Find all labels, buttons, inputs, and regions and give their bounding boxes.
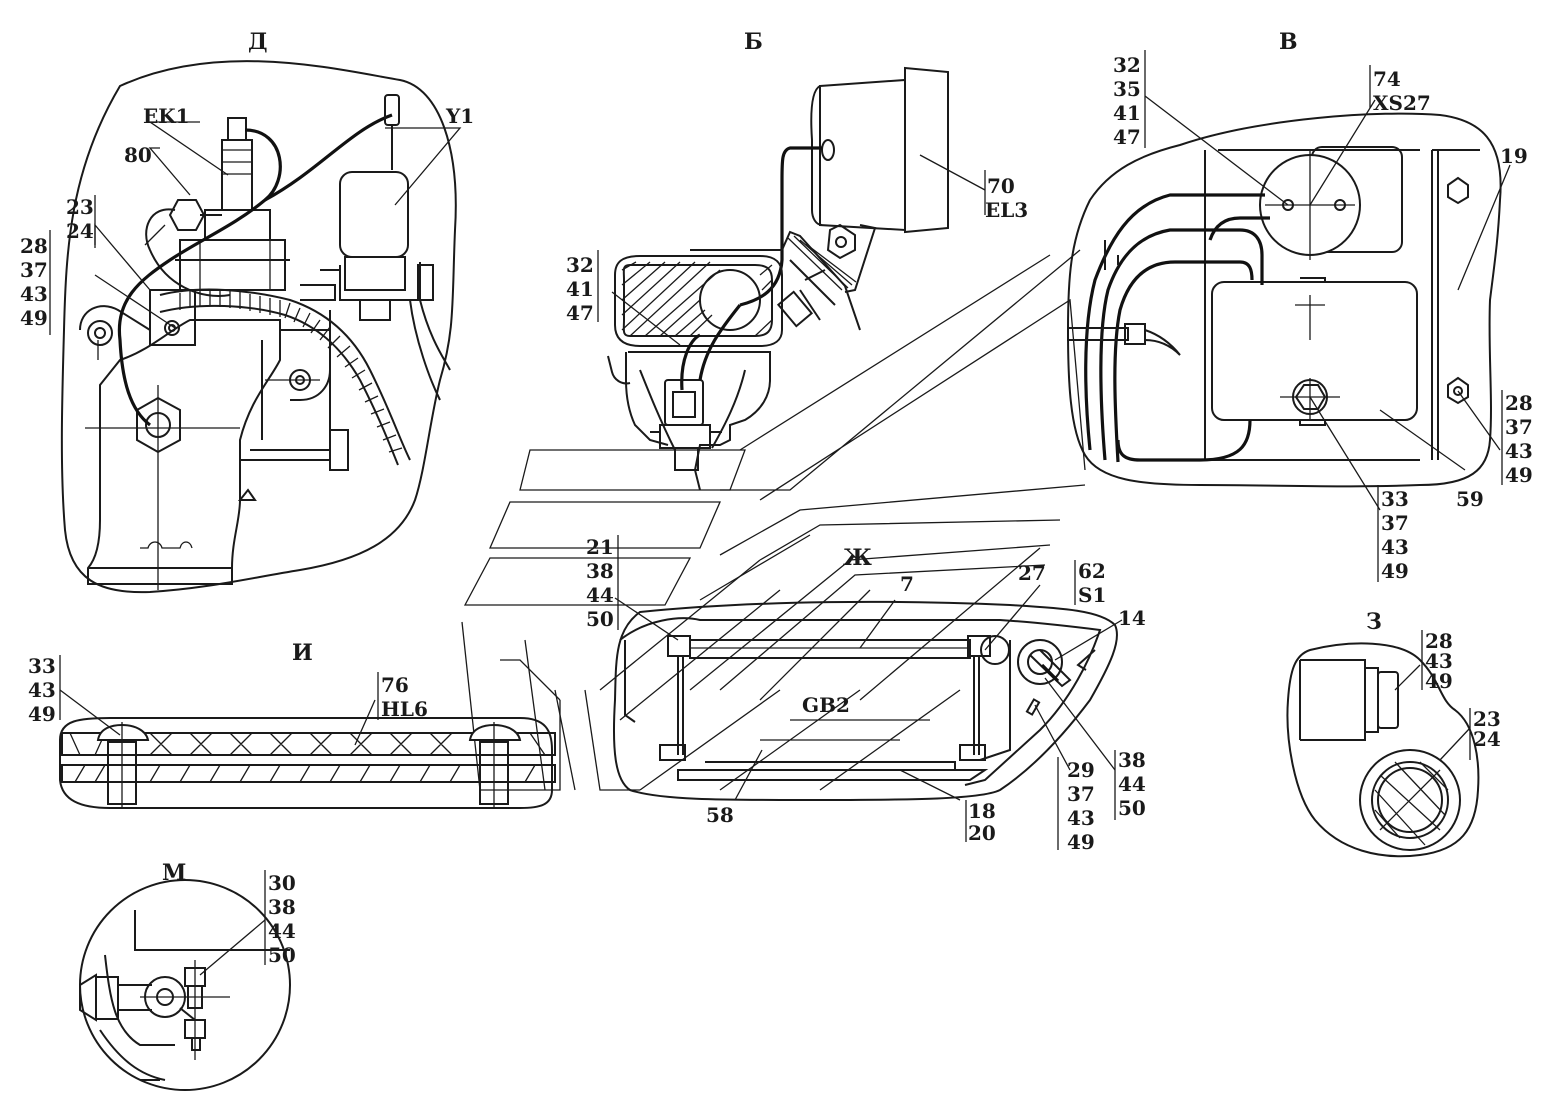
label-zh-38b: 38	[1118, 748, 1146, 772]
view-d	[60, 60, 462, 594]
label-b-47: 47	[566, 301, 594, 325]
label-d-28: 28	[20, 234, 48, 258]
label-s1: S1	[1078, 583, 1106, 607]
label-z-28: 28	[1425, 629, 1453, 653]
label-58: 58	[706, 803, 734, 827]
label-v-37: 37	[1505, 415, 1533, 439]
label-xs27: XS27	[1373, 91, 1431, 115]
label-v-43b: 43	[1381, 535, 1409, 559]
label-80: 80	[124, 143, 152, 167]
label-hl6: HL6	[381, 697, 428, 721]
label-14: 14	[1118, 606, 1146, 630]
label-zh-43: 43	[1067, 806, 1095, 830]
label-v-32: 32	[1113, 53, 1141, 77]
title-d: Д	[248, 29, 268, 55]
label-59: 59	[1456, 487, 1484, 511]
view-zh-outline	[612, 600, 1119, 801]
label-i-33: 33	[28, 654, 56, 678]
label-i-43: 43	[28, 678, 56, 702]
label-v-33: 33	[1381, 487, 1409, 511]
label-gb2: GB2	[802, 693, 850, 717]
label-zh-29: 29	[1067, 758, 1095, 782]
label-v-47: 47	[1113, 125, 1141, 149]
label-74: 74	[1373, 67, 1401, 91]
view-v-outline	[1066, 112, 1502, 488]
label-70: 70	[987, 174, 1015, 198]
label-v-49b: 49	[1381, 559, 1409, 583]
label-v-35: 35	[1113, 77, 1141, 101]
label-v-37b: 37	[1381, 511, 1409, 535]
label-20: 20	[968, 821, 996, 845]
view-m	[79, 879, 291, 1091]
label-d-24: 24	[66, 219, 94, 243]
label-zh-38: 38	[586, 559, 614, 583]
label-18: 18	[968, 799, 996, 823]
label-v-43: 43	[1505, 439, 1533, 463]
label-zh-49: 49	[1067, 830, 1095, 854]
label-m-30: 30	[268, 871, 296, 895]
view-d-outline	[60, 60, 457, 594]
title-v: В	[1279, 29, 1298, 55]
label-d-23: 23	[66, 195, 94, 219]
label-el3: EL3	[985, 198, 1028, 222]
label-zh-44b: 44	[1118, 772, 1146, 796]
view-i-outline	[59, 717, 553, 809]
label-76: 76	[381, 673, 409, 697]
label-m-50: 50	[268, 943, 296, 967]
label-zh-44: 44	[586, 583, 614, 607]
label-19: 19	[1500, 144, 1528, 168]
labels: Д Б В Ж З И М EK1 Y1 80 23 24 28 37 43 4…	[20, 29, 1533, 967]
label-b-41: 41	[566, 277, 594, 301]
view-i	[59, 689, 556, 809]
label-m-44: 44	[268, 919, 296, 943]
label-d-43: 43	[20, 282, 48, 306]
label-z-43: 43	[1425, 649, 1453, 673]
label-62: 62	[1078, 559, 1106, 583]
title-b: Б	[744, 29, 763, 55]
title-z: З	[1366, 609, 1382, 635]
title-zh: Ж	[843, 545, 872, 571]
label-v-49: 49	[1505, 463, 1533, 487]
view-v	[1066, 95, 1511, 511]
label-z-49: 49	[1425, 669, 1453, 693]
view-zh	[612, 584, 1123, 801]
callout-rules	[49, 50, 1503, 965]
label-v-28: 28	[1505, 391, 1533, 415]
label-m-38: 38	[268, 895, 296, 919]
label-zh-50: 50	[586, 607, 614, 631]
label-z-24: 24	[1473, 727, 1501, 751]
label-27: 27	[1018, 561, 1046, 585]
label-i-49: 49	[28, 702, 56, 726]
view-b	[607, 66, 986, 491]
label-z-23: 23	[1473, 707, 1501, 731]
label-ek1: EK1	[143, 104, 190, 128]
title-m: М	[162, 860, 186, 886]
label-zh-37: 37	[1067, 782, 1095, 806]
projection-bands	[461, 249, 1086, 791]
label-zh-50b: 50	[1118, 796, 1146, 820]
label-b-32: 32	[566, 253, 594, 277]
label-y1: Y1	[445, 104, 474, 128]
label-d-37: 37	[20, 258, 48, 282]
label-v-41: 41	[1113, 101, 1141, 125]
label-zh-21: 21	[586, 535, 614, 559]
label-d-49: 49	[20, 306, 48, 330]
title-i: И	[292, 640, 313, 666]
label-7: 7	[900, 572, 914, 596]
